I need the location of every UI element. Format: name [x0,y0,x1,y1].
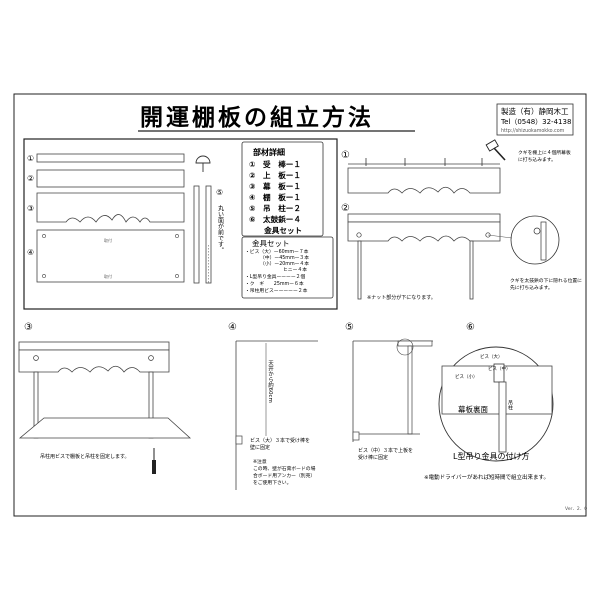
parts-list-item: ⑤ 吊 柱ー２ [249,203,301,213]
part-num-4: ④ [27,248,34,257]
step5-detail [396,338,414,356]
hole-label: 取付 [104,237,112,243]
hardware-line: ヒニー４本 [283,266,307,273]
parts-list-item: ⑥ 太鼓鋲ー４ [249,214,301,224]
step1-nail-note-2: に打ち込みます。 [518,156,556,163]
parts-list-item: ④ 棚 板ー１ [249,192,301,202]
shelf-hole [42,234,46,238]
hardware-line: ・ビス（大）ー60mmー７本 [245,248,309,255]
step5-bar [352,431,360,441]
detail-post [540,221,547,261]
shelf-hole [175,234,179,238]
step2-nail-note: クギを太鼓鋲の下に隠れる位置に [510,277,582,284]
maker-name: 製造（有）静岡木工 [501,106,569,116]
parts-list-item: ③ 幕 板ー１ [249,181,301,191]
detail-tack [533,227,541,235]
parts-list-box [241,141,324,237]
hardware-line: ・吊柱用ビスーーーーー２本 [245,287,308,294]
part-num-2: ② [27,174,34,183]
step5-post [407,345,413,435]
step4-dimension-label: 天井から約60cm [267,360,274,403]
hardware-line: （小）ー20mmー４本 [260,260,309,267]
step2-curtain [347,221,501,242]
post-front-note: 丸い面が前です。 [217,204,224,253]
step2-nut-note: ※ナット部分が下になります。 [367,294,436,301]
step4-bar [235,435,243,445]
hardware-line: ・L型吊り金具ーーーー２個 [245,273,305,280]
step6-screw-c: ビス（中） [488,365,511,372]
hole-label: 取付 [104,273,112,279]
step3-top-board [18,341,170,351]
step4-warn: ※注意 [253,458,267,465]
step6-screw-a: ビス（大） [480,353,503,360]
step-3-number: ③ [24,322,33,333]
part-num-5: ⑤ [216,188,223,197]
step6-screw-b: ビス（小） [455,373,478,380]
screwdriver-icon [152,448,156,474]
step2-nail-note-2: 先に打ち込みます。 [510,284,553,291]
parts-list-items: ① 受 棒ー１ ② 上 板ー１ ③ 幕 板ー１ ④ 棚 板ー１ ⑤ 吊 柱ー２ … [249,159,302,235]
maker-url: http://shizuokamokko.com [501,128,565,134]
step-1-number: ① [341,150,350,161]
driver-note: ※電動ドライバーがあれば短時間で組立出来ます。 [424,473,549,481]
step2-post-right [469,240,474,300]
hardware-lines: ・ビス（大）ー60mmー７本 （中）ー45mmー３本 （小）ー20mmー４本 ヒ… [245,248,309,294]
hammer-icon [485,139,506,161]
shelf-hole [42,274,46,278]
step4-warn: をご使用下さい。 [253,479,291,486]
parts-list-item: ① 受 棒ー１ [249,159,301,169]
step4-screw-note: ビス（大）３本で受け棒を [250,437,310,444]
maker-tel: Tel（0548）32-4138 [500,118,571,126]
step4-screw-note-2: 壁に固定 [250,444,270,451]
part-shelf-board [36,229,185,283]
part-curtain-board [36,192,185,223]
step4-warn: この時、壁が石膏ボードの場 [253,465,316,472]
version-label: Ver．2．0 [565,506,587,512]
parts-list-heading: 部材詳細 [253,147,285,157]
part-num-1: ① [27,154,34,163]
detail-leader [487,234,513,239]
step5-top-board [397,340,433,347]
step-5-number: ⑤ [345,322,354,333]
step6-back-label: 幕板裏面 [458,404,488,414]
tack-icon [195,155,211,164]
hardware-box [241,236,334,299]
step-4-number: ④ [228,322,237,333]
step3-note: 吊柱用ビスで棚板と吊柱を固定します。 [40,453,130,460]
step4-warn: 合ボード用アンカー（別売） [253,472,315,479]
step2-tack [356,232,362,238]
detail-circle [510,215,560,265]
part-receiving-bar [36,153,185,163]
hardware-line: （中）ー45mmー３本 [260,254,309,261]
parts-list-item: 金具セット [249,225,302,235]
step3-curtain [18,349,170,373]
hanging-post-right [205,185,212,284]
step-2-number: ② [341,203,350,214]
part-top-board [36,169,185,188]
step2-top-board [347,213,501,223]
part-num-3: ③ [27,204,34,213]
hanging-post-left [193,185,200,284]
shelf-hole [175,274,179,278]
hardware-line: ・ク ギ 25mmー６本 [245,280,304,287]
step3-tack [148,355,154,361]
step1-nail-note: クギを棚上に４個所幕板 [518,149,571,156]
maker-box [496,103,574,136]
step5-screw-note: ビス（中）３本で上板を [358,447,413,454]
step5-screw-note-2: 受け棒に固定 [358,454,388,461]
step3-shelf [18,417,192,439]
step-6-number: ⑥ [466,322,475,333]
hardware-heading: 金具セット [252,238,290,248]
step2-post-left [357,240,362,300]
step6-caption: L型吊り金具の付け方 [453,451,529,461]
step6-post [498,381,507,453]
step3-tack [33,355,39,361]
step6-post-label: 吊柱 [507,400,513,411]
step1-shelf [347,167,501,194]
title: 開運棚板の組立方法 [140,104,374,131]
parts-list-item: ② 上 板ー１ [249,170,301,180]
